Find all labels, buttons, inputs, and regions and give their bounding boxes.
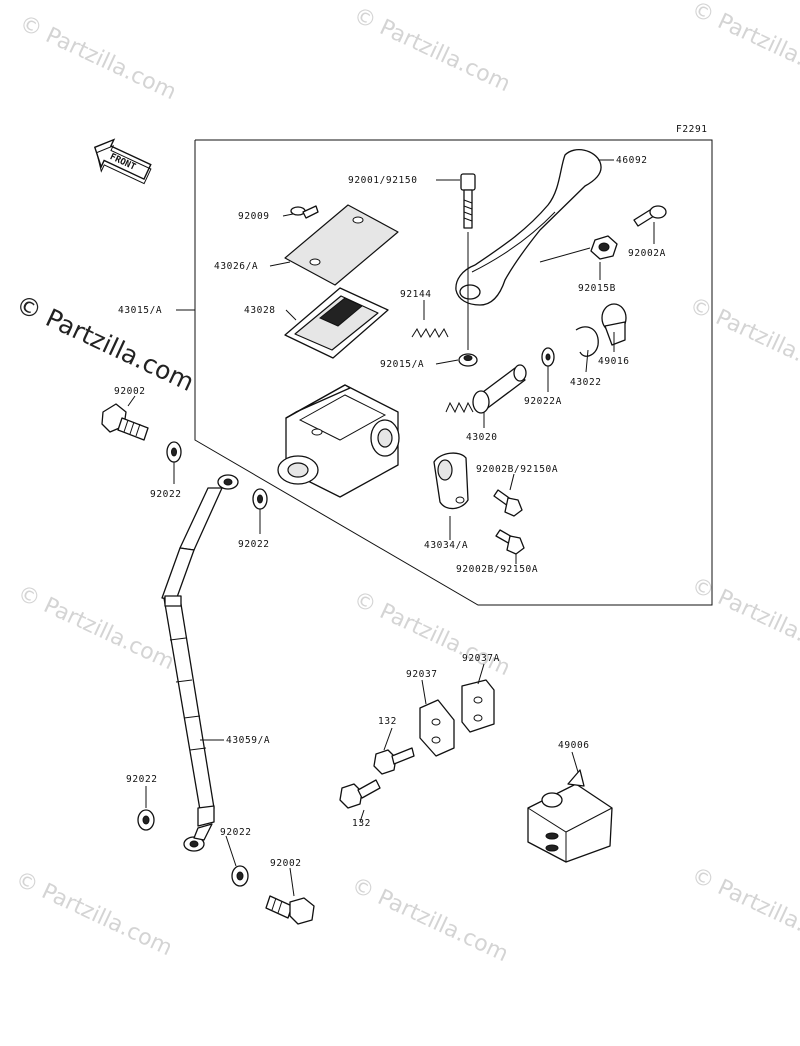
part-label: 92009: [238, 211, 270, 222]
pivot-bolt: [460, 173, 476, 350]
watermark: © Partzilla.com: [11, 867, 175, 961]
watermark: © Partzilla.com: [13, 581, 177, 675]
part-label: 92002B/92150A: [476, 464, 558, 475]
leader-lines: [127, 159, 655, 897]
part-label: 92002B/92150A: [456, 564, 538, 575]
banjo-bolt-upper: [101, 403, 149, 441]
watermark-layer: © Partzilla.com © Partzilla.com © Partzi…: [11, 0, 800, 967]
watermark: © Partzilla.com: [687, 863, 800, 957]
assembly-frame: [194, 139, 713, 606]
part-label: 92002: [114, 386, 146, 397]
brake-light-switch: [527, 769, 613, 863]
clamp-bolt-upper: [493, 489, 523, 517]
watermark: © Partzilla.com: [687, 0, 800, 91]
part-label: 43028: [244, 305, 276, 316]
front-arrow-icon: FRONT: [93, 138, 152, 185]
part-label: 92022: [126, 774, 158, 785]
part-label: 92022A: [524, 396, 562, 407]
reservoir-cap: [284, 204, 399, 286]
part-label: 92001/92150: [348, 175, 418, 186]
return-spring: [411, 327, 449, 339]
brake-lever: [455, 149, 602, 306]
part-label: 92022: [150, 489, 182, 500]
hose-bracket: [419, 679, 495, 757]
watermark: © Partzilla.com: [347, 873, 511, 967]
part-label: 132: [352, 818, 371, 829]
part-label: 92022: [238, 539, 270, 550]
part-label: 92144: [400, 289, 432, 300]
watermark-large: © Partzilla.com: [11, 289, 198, 397]
part-label: 132: [378, 716, 397, 727]
watermark: © Partzilla.com: [685, 293, 800, 387]
part-label: 92015/A: [380, 359, 424, 370]
part-label: 92022: [220, 827, 252, 838]
piston-assembly: [445, 364, 527, 414]
bracket-bolt-upper: [373, 747, 415, 775]
watermark: © Partzilla.com: [349, 3, 513, 97]
part-label: 92002: [270, 858, 302, 869]
pivot-nut: [458, 353, 478, 367]
cap-screw: [290, 205, 319, 219]
part-label: 92015B: [578, 283, 616, 294]
part-label: 43015/A: [118, 305, 162, 316]
part-label: 43020: [466, 432, 498, 443]
part-label: 92037A: [462, 653, 500, 664]
bracket-bolt-lower: [339, 779, 381, 809]
master-cylinder-body: [277, 384, 400, 498]
part-label: 46092: [616, 155, 648, 166]
part-label: 43059/A: [226, 735, 270, 746]
figure-code: F2291: [676, 124, 708, 135]
part-label: 49006: [558, 740, 590, 751]
brake-hose: [161, 474, 239, 852]
adjuster-bolt: [633, 205, 667, 227]
part-label: 92002A: [628, 248, 666, 259]
watermark: © Partzilla.com: [15, 11, 179, 105]
part-label: 43022: [570, 377, 602, 388]
part-label: 49016: [598, 356, 630, 367]
part-labels: 46092 92001/92150 92002A 92009 43026/A 9…: [114, 155, 666, 869]
watermark: © Partzilla.com: [349, 587, 513, 681]
circlip: [575, 326, 599, 357]
handlebar-clamp: [433, 452, 469, 510]
lever-nut: [590, 235, 618, 260]
part-label: 43034/A: [424, 540, 468, 551]
clamp-bolt-lower: [495, 529, 525, 555]
part-label: 92037: [406, 669, 438, 680]
diaphragm: [284, 287, 389, 359]
part-label: 43026/A: [214, 261, 258, 272]
banjo-bolt-lower: [265, 895, 315, 925]
watermark: © Partzilla.com: [687, 573, 800, 667]
